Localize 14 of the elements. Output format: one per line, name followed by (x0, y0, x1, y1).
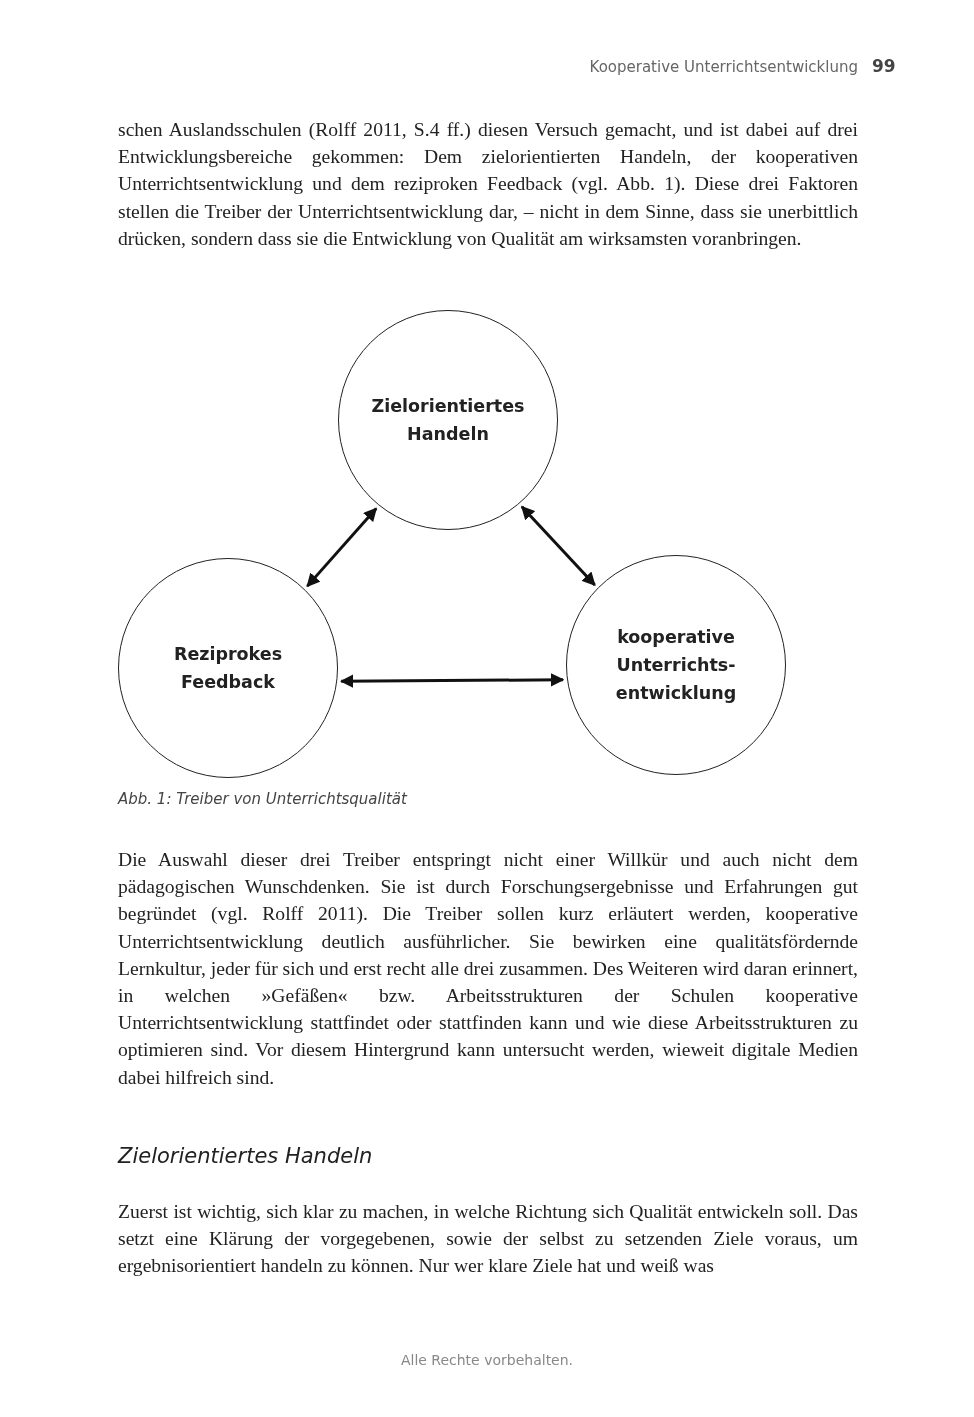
circle-node: Zielorientiertes Handeln (338, 310, 558, 530)
page-number: 99 (872, 56, 896, 76)
double-arrow (520, 505, 596, 587)
body-paragraph: schen Auslandsschulen (Rolff 2011, S.4 ff.) diesen Versuch gemacht, und ist dabei auf drei Entwicklungsbereiche gekommen: Dem zielorientierten Handeln, der kooperativen Unterrichtsentwicklung und dem reziproken Feedback (vgl. Abb. 1). Diese drei Faktoren stellen die Treiber der Unterrichtsentwicklung dar, – nicht in dem Sinne, dass sie unerbittlich drücken, sondern dass sie die Entwicklung von Qualität am wirksamsten voranbringen. (118, 118, 858, 251)
figure-caption: Abb. 1: Treiber von Unterrichtsqualität (118, 790, 407, 808)
running-header: Kooperative Unterrichtsentwicklung (588, 58, 858, 76)
body-paragraph: Zuerst ist wichtig, sich klar zu machen, in welche Richtung sich Qualität entwickeln soll. Das setzt eine Klärung der vorgegebenen, sowie der selbst zu setzenden Ziele voraus, um ergebnisorientiert handeln zu können. Nur wer klare Ziele hat und weiß was (118, 1200, 858, 1279)
double-arrow (339, 673, 565, 688)
body-paragraph: Die Auswahl dieser drei Treiber entspringt nicht einer Willkür und auch nicht dem pädagogischen Wunschdenken. Sie ist durch Forschungsergebnisse und Erfahrungen gut begründet (vgl. Rolff 2011). Die Treiber sollen kurz erläutert werden, kooperative Unterrichtsentwicklung deutlich ausführlicher. Sie bewirken eine qualitätsfördernde Lernkultur, jeder für sich und erst recht alle drei zusammen. Des Weiteren wird daran erinnert, in welchen »Gefäßen« bzw. Arbeitsstrukturen der Schulen kooperative Unterrichtsentwicklung stattfindet oder stattfinden kann und wie diese Arbeitsstrukturen zu optimieren sind. Vor diesem Hintergrund kann untersucht werden, wieweit digitale Medien dabei hilfreich sind. (118, 848, 858, 1090)
section-heading: Zielorientiertes Handeln (118, 1144, 373, 1168)
circle-node: Reziprokes Feedback (118, 558, 338, 778)
circle-node: kooperative Unterrichts- entwicklung (566, 555, 786, 775)
copyright-footer: Alle Rechte vorbehalten. (0, 1352, 974, 1368)
double-arrow (306, 507, 378, 588)
